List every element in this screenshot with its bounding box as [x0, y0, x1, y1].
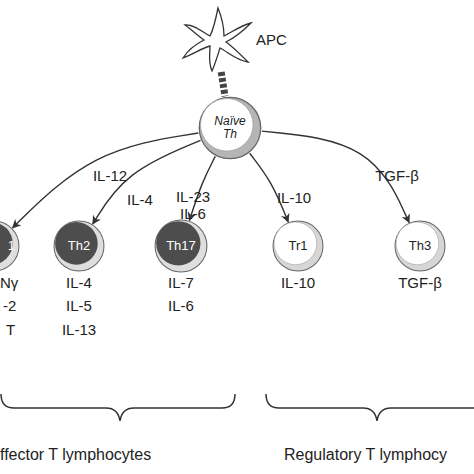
cytokine-signal: TGF-β: [375, 167, 419, 184]
cytokine-label: -2: [3, 297, 16, 314]
cell-label: APC: [256, 32, 287, 49]
dendritic-body: [183, 8, 251, 71]
differentiation-arrow: [250, 153, 289, 222]
cell-text-box: Th2: [53, 220, 105, 272]
cell-membrane: [199, 97, 260, 158]
cell-label: Th2: [68, 239, 90, 253]
cytokine-label: IL-7: [168, 274, 194, 291]
regulatory-brace: [266, 394, 474, 421]
cytokine-label: IL-5: [66, 297, 92, 314]
cell-text-box: Naïve Th: [198, 96, 262, 160]
differentiation-arrow: [13, 133, 199, 228]
cytokine-label: IL-4: [66, 274, 92, 291]
effector-brace: [1, 394, 235, 421]
cell-membrane: [273, 221, 323, 271]
cell-text-box: APC: [256, 32, 306, 49]
cell-cytoplasm: [156, 221, 200, 265]
cell-membrane: [395, 221, 445, 271]
cell-label: Th17: [166, 239, 196, 253]
cell-label: Th3: [409, 239, 431, 253]
cell-membrane: [155, 220, 207, 272]
receptor-contact: [221, 72, 225, 96]
dendritic-cell: APC: [180, 6, 252, 72]
cytokine-signal: IL-4: [118, 191, 162, 208]
t-cell: Th3: [394, 220, 446, 272]
cytokine-label: Nγ: [0, 274, 18, 291]
cytokine-signal: IL-10: [272, 189, 316, 206]
cell-cytoplasm: [55, 222, 98, 265]
cell-cytoplasm: [274, 222, 317, 265]
cell-outline: [180, 6, 252, 72]
t-cell: Th2: [53, 220, 105, 272]
cell-text-box: Tr1: [272, 220, 324, 272]
t-cell: Naïve Th: [198, 96, 262, 160]
t-cell: Tr1: [272, 220, 324, 272]
cytokine-label: IL-13: [62, 321, 96, 338]
cytokine-label: TGF-β: [398, 274, 442, 291]
cell-text-box: 1: [0, 220, 20, 272]
group-label: ffector T lymphocytes: [0, 446, 151, 464]
t-cell: 1: [0, 220, 20, 272]
cell-label: Naïve Th: [210, 115, 250, 141]
cell-label: Tr1: [288, 239, 307, 253]
cytokine-label: IL-10: [281, 274, 315, 291]
cytokine-label: T: [6, 321, 15, 338]
cytokine-signal: IL-23 IL-6: [171, 188, 215, 223]
cell-label: 1: [8, 239, 15, 253]
cell-cytoplasm: [201, 99, 253, 151]
t-cell: Th17: [154, 219, 208, 273]
cell-text-box: Th17: [154, 219, 208, 273]
cell-cytoplasm: [396, 222, 439, 265]
cytokine-label: IL-6: [168, 297, 194, 314]
cytokine-signal: IL-12: [88, 167, 132, 184]
cell-text-box: Th3: [394, 220, 446, 272]
cell-membrane: [54, 221, 104, 271]
cell-membrane: [0, 221, 19, 271]
group-label: Regulatory T lymphocy: [284, 446, 447, 464]
